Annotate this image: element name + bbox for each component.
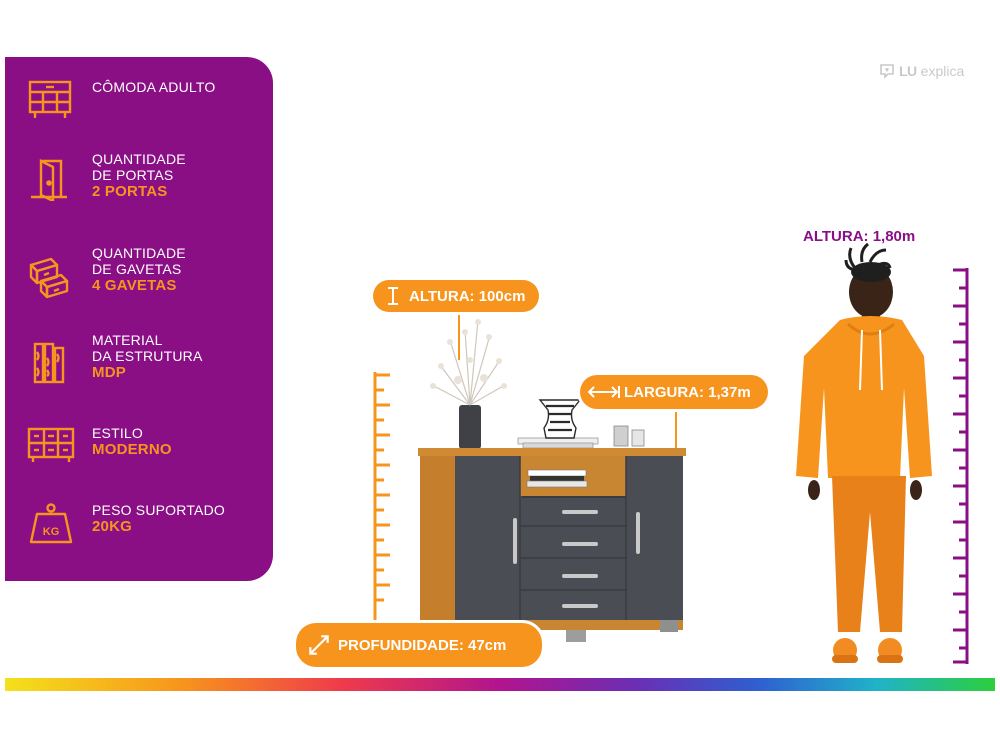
feature-value: MODERNO [92, 441, 172, 458]
wood-panel-icon [33, 342, 65, 384]
decor-vase-plant [430, 319, 507, 449]
rainbow-bar [5, 678, 995, 691]
feature-label-line2: DE GAVETAS [92, 261, 182, 277]
features-panel: CÔMODA ADULTO QUANTIDADE DE PORTAS 2 POR… [5, 57, 273, 581]
horizontal-arrow-icon [587, 386, 620, 398]
chat-bubble-icon [880, 64, 894, 79]
feature-label: CÔMODA ADULTO [92, 79, 216, 95]
vertical-arrow-icon [388, 287, 398, 305]
feature-label: ESTILO [92, 425, 143, 441]
feature-label-line2: DA ESTRUTURA [92, 348, 203, 364]
width-dimension-text: LARGURA: 1,37m [624, 383, 751, 401]
feature-label-line1: MATERIAL [92, 332, 163, 348]
feature-value: 20KG [92, 518, 132, 535]
feature-label-line1: QUANTIDADE [92, 151, 186, 167]
door-icon [31, 159, 67, 201]
depth-dimension-label: PROFUNDIDADE: 47cm [296, 623, 542, 667]
dresser [418, 448, 686, 642]
diagonal-arrow-icon [309, 635, 329, 655]
feature-label-line1: QUANTIDADE [92, 245, 186, 261]
person-height-label: ALTURA: 1,80m [803, 228, 916, 245]
person-silhouette [796, 242, 932, 663]
feature-label: PESO SUPORTADO [92, 502, 225, 518]
feature-value: 4 GAVETAS [92, 277, 177, 294]
depth-dimension-text: PROFUNDIDADE: 47cm [338, 636, 507, 654]
feature-label-line2: DE PORTAS [92, 167, 174, 183]
cabinet-style-icon [27, 427, 75, 462]
dresser-height-ruler [373, 372, 390, 620]
height-dimension-label: ALTURA: 100cm [373, 280, 539, 312]
drawers-icon [29, 257, 69, 299]
feature-value: 2 PORTAS [92, 183, 168, 200]
svg-text:KG: KG [43, 526, 60, 538]
logo-brand: LU [899, 63, 917, 79]
feature-value: MDP [92, 364, 126, 381]
logo-suffix: explica [920, 63, 965, 79]
width-dimension-label: LARGURA: 1,37m [580, 375, 768, 409]
weight-kg-icon: KG [29, 503, 73, 544]
person-height-ruler [953, 268, 969, 664]
height-dimension-text: ALTURA: 100cm [409, 287, 526, 305]
dresser-icon [28, 80, 72, 118]
